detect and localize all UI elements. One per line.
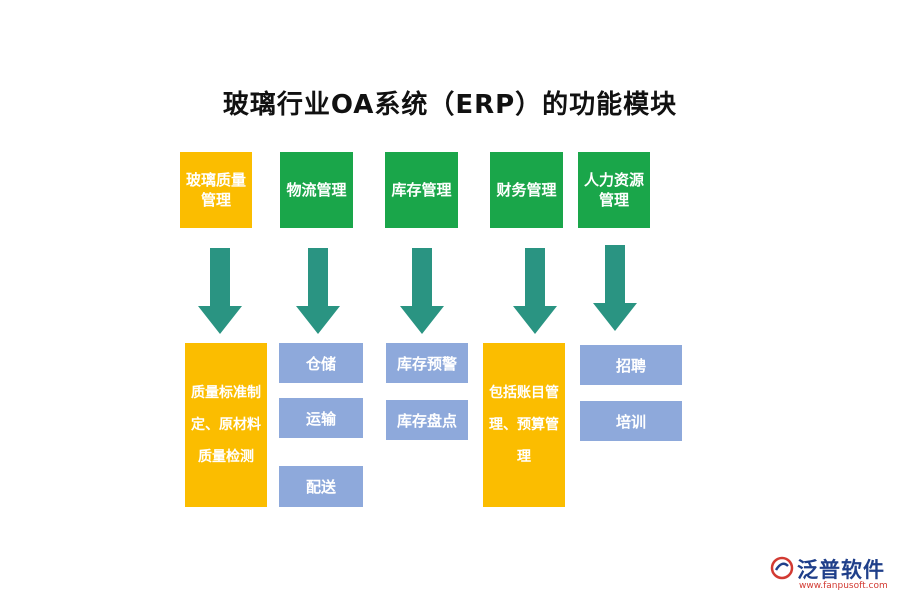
detail-transport: 运输 [279, 398, 363, 438]
detail-warehousing: 仓储 [279, 343, 363, 383]
detail-label: 招聘 [615, 356, 646, 375]
module-label: 物流管理 [286, 181, 347, 199]
detail-stock-alert: 库存预警 [386, 343, 468, 383]
down-arrow-icon [198, 248, 242, 334]
detail-label: 运输 [305, 409, 336, 428]
detail-label: 库存盘点 [396, 411, 457, 430]
down-arrow-icon [400, 248, 444, 334]
diagram-title: 玻璃行业OA系统（ERP）的功能模块 [222, 90, 678, 120]
module-label: 库存管理 [391, 181, 452, 199]
module-finance: 财务管理 [490, 152, 563, 228]
fanpu-logo-icon [770, 556, 794, 580]
logo-name: 泛普软件 [797, 558, 885, 582]
detail-stock-count: 库存盘点 [386, 400, 468, 440]
module-hr: 人力资源管理 [578, 152, 650, 228]
detail-recruitment: 招聘 [580, 345, 682, 385]
module-label: 玻璃质量管理 [185, 171, 246, 209]
down-arrow-icon [593, 245, 637, 331]
detail-label: 培训 [615, 412, 646, 431]
down-arrow-icon [296, 248, 340, 334]
down-arrow-icon [513, 248, 557, 334]
detail-training: 培训 [580, 401, 682, 441]
detail-label: 仓储 [305, 354, 336, 373]
module-label: 人力资源管理 [583, 171, 644, 209]
detail-quality-standards: 质量标准制定、原材料质量检测 [185, 343, 267, 507]
module-glass-quality: 玻璃质量管理 [180, 152, 252, 228]
detail-label: 库存预警 [396, 354, 457, 373]
detail-label: 配送 [305, 478, 336, 496]
logo-url: www.fanpusoft.com [799, 581, 888, 591]
module-inventory: 库存管理 [385, 152, 458, 228]
detail-label: 质量标准制定、原材料质量检测 [191, 385, 261, 465]
module-label: 财务管理 [496, 181, 557, 199]
module-logistics: 物流管理 [280, 152, 353, 228]
detail-delivery: 配送 [279, 466, 363, 507]
detail-label: 包括账目管理、预算管理 [489, 385, 559, 465]
brand-logo: 泛普软件 www.fanpusoft.com [770, 552, 895, 596]
detail-accounts-budget: 包括账目管理、预算管理 [483, 343, 565, 507]
